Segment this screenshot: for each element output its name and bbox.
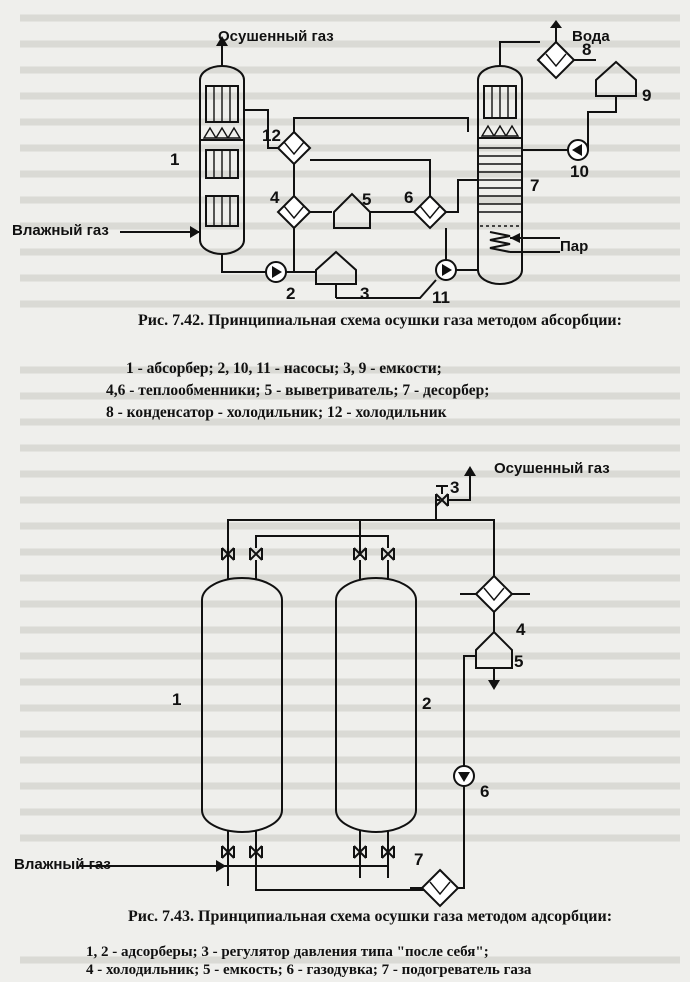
fig2-number-1: 1 (172, 690, 182, 709)
absorber-1 (199, 36, 245, 255)
valve-top-1b (249, 547, 263, 561)
fig2-number-4: 4 (516, 620, 526, 639)
fig1-number-1: 1 (170, 150, 180, 169)
condenser-8 (536, 40, 576, 80)
fig1-number-3: 3 (360, 284, 370, 303)
heater-7 (420, 868, 460, 908)
fig1-caption: Рис. 7.42. Принципиальная схема осушки г… (138, 312, 622, 329)
tank-9 (595, 60, 637, 97)
fig1-number-9: 9 (642, 86, 652, 105)
fig2-number-5: 5 (514, 652, 524, 671)
fig1-dry-gas-label: Осушенный газ (218, 28, 334, 45)
blower-6 (453, 765, 475, 787)
fig1-number-5: 5 (362, 190, 372, 209)
heat-exchanger-6 (412, 194, 448, 230)
fig1-number-6: 6 (404, 188, 414, 207)
fig1-legend-line-2: 4,6 - теплообменники; 5 - выветриватель;… (106, 382, 490, 399)
fig1-legend-line-3: 8 - конденсатор - холодильник; 12 - холо… (106, 404, 447, 421)
fig2-caption: Рис. 7.43. Принципиальная схема осушки г… (127, 908, 613, 925)
separator-5 (333, 192, 371, 229)
fig2-legend-line-1: 1, 2 - адсорберы; 3 - регулятор давления… (86, 944, 489, 960)
fig2-number-7: 7 (414, 850, 424, 869)
valve-top-2b (381, 547, 395, 561)
fig1-water-label: Вода (572, 28, 610, 45)
cooler-4 (474, 574, 514, 614)
cooler-12 (276, 130, 312, 166)
heat-exchanger-4 (276, 194, 312, 230)
adsorber-1 (201, 577, 283, 833)
tank-3 (315, 250, 357, 285)
fig2-dry-gas-label: Осушенный газ (494, 460, 610, 477)
fig1-number-2: 2 (286, 284, 296, 303)
fig1-number-4: 4 (270, 188, 280, 207)
pressure-regulator-3 (435, 493, 449, 507)
fig2-number-2: 2 (422, 694, 432, 713)
fig1-number-12: 12 (262, 126, 281, 145)
fig2-number-6: 6 (480, 782, 490, 801)
fig1-number-10: 10 (570, 162, 589, 181)
fig1-wet-gas-label: Влажный газ (12, 222, 109, 239)
tank-5 (475, 630, 513, 669)
fig1-number-7: 7 (530, 176, 540, 195)
fig2-wet-gas-label: Влажный газ (14, 856, 111, 873)
fig1-steam-label: Пар (560, 238, 589, 255)
desorber-7 (477, 54, 523, 285)
adsorber-2 (335, 577, 417, 833)
absorption-scheme-diagram (120, 20, 637, 299)
valve-top-1a (221, 547, 235, 561)
fig1-legend-line-1: 1 - абсорбер; 2, 10, 11 - насосы; 3, 9 -… (126, 360, 442, 377)
valve-top-2a (353, 547, 367, 561)
fig1-number-11: 11 (432, 288, 450, 307)
fig2-number-3: 3 (450, 478, 460, 497)
fig2-legend-line-2: 4 - холодильник; 5 - емкость; 6 - газоду… (86, 962, 532, 978)
fig1-number-8: 8 (582, 40, 592, 59)
